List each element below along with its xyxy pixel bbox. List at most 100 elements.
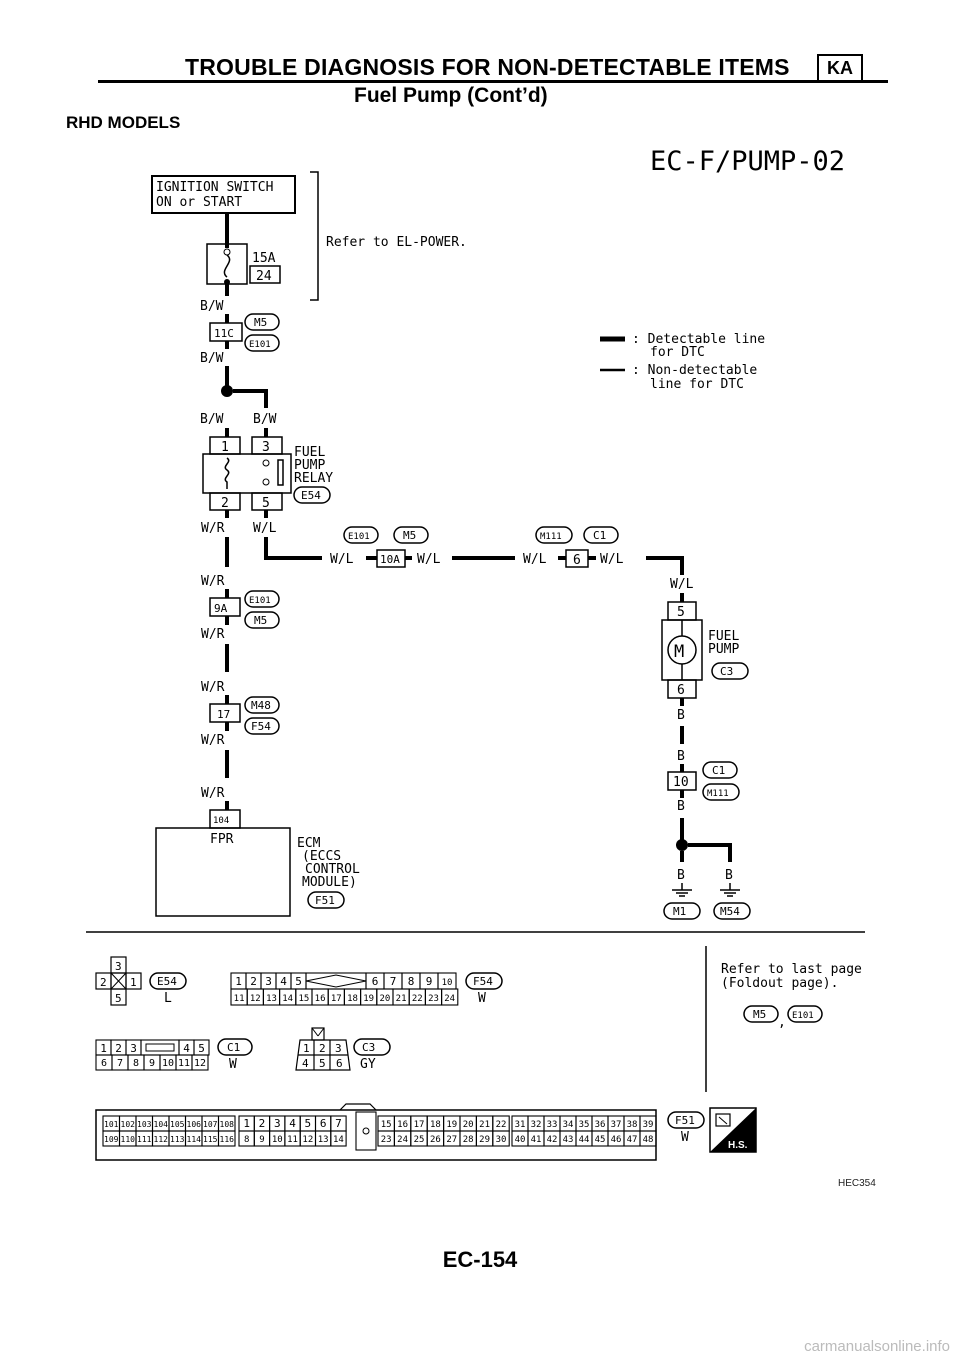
pin-label: 103: [137, 1120, 152, 1129]
pin-label: 109: [104, 1135, 119, 1144]
pump-label-1: FUEL: [708, 629, 739, 644]
pin-gap: [140, 1039, 180, 1056]
pin-label: 19: [446, 1120, 457, 1130]
pin-label: 23: [381, 1135, 392, 1145]
pin-label: 3: [265, 975, 272, 988]
badge-refer-e101-label: E101: [792, 1011, 814, 1021]
pin-label: 3: [335, 1042, 342, 1055]
pin-label: 7: [390, 975, 397, 988]
badge-relay-e54: [293, 486, 331, 504]
page-subtitle: Fuel Pump (Cont’d): [354, 84, 548, 107]
figure-code: HEC354: [838, 1178, 876, 1189]
wire-color-b-3: B: [677, 799, 685, 814]
pin-label: 44: [579, 1135, 590, 1145]
badge-m111-b: [702, 783, 740, 801]
badge-e101-b-label: E101: [348, 532, 370, 542]
section-heading: RHD MODELS: [66, 113, 181, 132]
pin-label: 110: [121, 1135, 136, 1144]
legend-nondetectable: : Non-detectable: [632, 363, 757, 378]
pin-label: 10: [442, 978, 453, 988]
pin-cell: [441, 988, 459, 1006]
pin-label: 114: [187, 1135, 202, 1144]
pin-label: 24: [397, 1135, 408, 1145]
page-title: TROUBLE DIAGNOSIS FOR NON-DETECTABLE ITE…: [185, 54, 790, 80]
pin-cell: [639, 1130, 657, 1147]
badge-c3: [711, 662, 749, 680]
pin-label: 33: [547, 1120, 558, 1130]
badge-c3-view-label: C3: [362, 1041, 375, 1054]
pin-label: 111: [137, 1135, 152, 1144]
pin-label: 22: [412, 994, 423, 1004]
badge-refer-e101: [787, 1005, 823, 1023]
pin-label: 16: [315, 994, 326, 1004]
key-icon: [145, 1043, 175, 1052]
pin-label: 30: [496, 1135, 507, 1145]
pin-label: 13: [318, 1135, 329, 1145]
fuse-number-box: [249, 265, 281, 284]
pin-label: 6: [320, 1117, 327, 1130]
badge-refer-m5-label: M5: [753, 1008, 766, 1021]
pin-label: 11: [178, 1058, 190, 1069]
badge-e101-b: [343, 526, 379, 544]
pin-label: 4: [183, 1042, 190, 1055]
pin-label: 4: [302, 1057, 309, 1070]
splice-1: [221, 385, 233, 397]
badge-f54-label: F54: [251, 720, 271, 733]
pin-label: 19: [363, 994, 374, 1004]
wire-color-wl-4: W/L: [523, 552, 547, 567]
wire-color-wl-3: W/L: [417, 552, 441, 567]
pin-label: 31: [515, 1120, 526, 1130]
key-icon: [305, 974, 367, 988]
wire-branch: [233, 389, 268, 408]
fuse-terminal-top: [223, 248, 231, 256]
pin-label: 28: [463, 1135, 474, 1145]
fuse-rating: 15A: [252, 251, 276, 266]
badge-m54: [713, 902, 751, 920]
connector-10-label: 10: [673, 775, 689, 790]
f51-color: W: [681, 1130, 689, 1145]
badge-e101-label: E101: [249, 340, 271, 350]
pin-label: 23: [428, 994, 439, 1004]
pin-label: 102: [121, 1120, 136, 1129]
pin-cell: [191, 1054, 209, 1071]
pin-label: 48: [643, 1135, 654, 1145]
pin-label: 15: [298, 994, 309, 1004]
legend-detectable: : Detectable line: [632, 332, 765, 347]
badge-c1-view-label: C1: [227, 1041, 240, 1054]
ground-icon: [720, 883, 740, 897]
pin-cell: [217, 1130, 236, 1147]
diagram-code: EC-F/PUMP-02: [650, 146, 845, 177]
wire-color-bw-1: B/W: [200, 299, 224, 314]
pin-label: 18: [347, 994, 358, 1004]
badge-c1-b-label: C1: [712, 764, 725, 777]
refer-last-page: Refer to last page: [721, 962, 862, 977]
pin-label: 14: [282, 994, 293, 1004]
badge-m111-b-label: M111: [707, 789, 729, 799]
pin-label: 42: [547, 1135, 558, 1145]
pin-label: 107: [203, 1120, 218, 1129]
pin-label: 115: [203, 1135, 218, 1144]
wire-color-bw-2: B/W: [200, 351, 224, 366]
wire-color-bw-4: B/W: [253, 412, 277, 427]
badge-m5-c-label: M5: [254, 614, 267, 627]
pin-label: 11: [234, 994, 245, 1004]
pin-label: 12: [194, 1058, 206, 1069]
badge-c1-b: [702, 761, 738, 779]
pin-label: 2: [259, 1117, 266, 1130]
relay-pin-2-label: 2: [221, 496, 229, 511]
ground-icon: [672, 883, 692, 897]
badge-c3-label: C3: [720, 665, 733, 678]
f51-key-hole: [362, 1127, 370, 1135]
pin-label: 1: [100, 1042, 107, 1055]
relay-pin-3-label: 3: [262, 440, 270, 455]
badge-f51-label: F51: [315, 894, 335, 907]
pin-label: 41: [531, 1135, 542, 1145]
c1-color: W: [229, 1057, 237, 1072]
pin-label: 15: [381, 1120, 392, 1130]
connector-view-e54: 3 2 1 5: [95, 956, 142, 1006]
pin-label: 3: [130, 1042, 137, 1055]
legend-detectable-2: for DTC: [650, 345, 705, 360]
wire-color-b-5: B: [725, 868, 733, 883]
